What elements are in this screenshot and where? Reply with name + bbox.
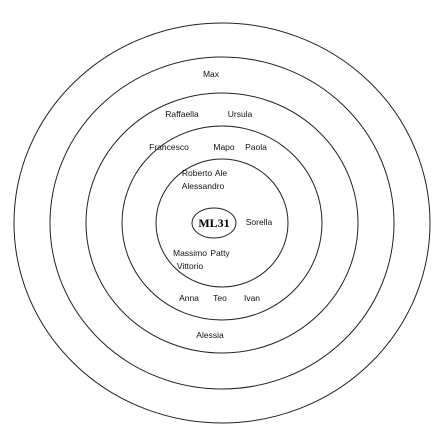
- name-anna: Anna: [179, 293, 199, 303]
- ring-4: [49, 56, 395, 390]
- ring-3: [85, 92, 359, 354]
- name-sorella: Sorella: [246, 217, 273, 227]
- center-ellipse: [191, 207, 237, 239]
- name-patty: Patty: [210, 248, 230, 258]
- ring-1: [155, 158, 289, 288]
- center-label: ML31: [198, 216, 229, 230]
- name-ivan: Ivan: [244, 293, 260, 303]
- name-francesco: Francesco: [149, 142, 189, 152]
- name-raffaella: Raffaella: [165, 109, 199, 119]
- name-vittorio: Vittorio: [177, 261, 204, 271]
- name-paola: Paola: [245, 142, 267, 152]
- name-teo: Teo: [213, 293, 227, 303]
- name-roberto: Roberto: [182, 168, 213, 178]
- ring-2: [121, 125, 323, 321]
- name-max: Max: [203, 69, 220, 79]
- name-alessia: Alessia: [196, 330, 224, 340]
- name-alessandro: Alessandro: [182, 181, 225, 191]
- name-ursula: Ursula: [228, 109, 253, 119]
- name-mapo: Mapo: [213, 142, 235, 152]
- name-ale: Ale: [215, 168, 228, 178]
- ring-outer-5: [13, 22, 431, 424]
- name-massimo: Massimo: [173, 248, 207, 258]
